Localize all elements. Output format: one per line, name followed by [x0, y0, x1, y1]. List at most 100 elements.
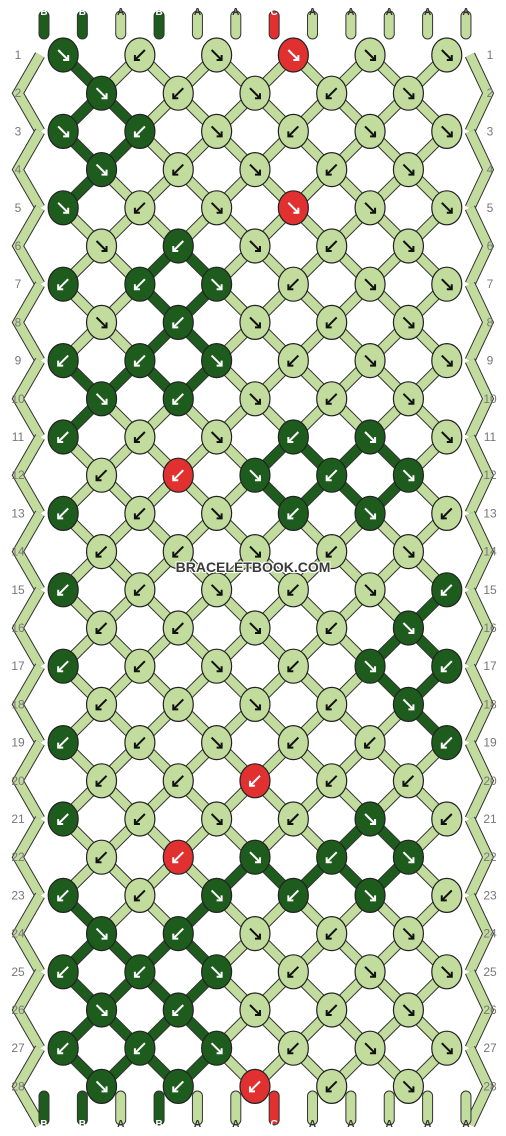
arrow-down-left-icon [287, 354, 300, 367]
arrow-down-right-icon [249, 393, 261, 405]
row-number-right: 7 [487, 277, 494, 291]
arrow-down-right-icon [402, 316, 415, 329]
arrow-down-right-icon [210, 49, 223, 61]
strand-label-top: A [232, 7, 239, 18]
arrow-down-right-icon [364, 889, 376, 902]
arrow-down-left-icon [287, 125, 300, 138]
knot [124, 954, 156, 990]
knot [239, 533, 271, 570]
knot [47, 37, 79, 73]
knot [354, 801, 386, 837]
knot [239, 839, 271, 875]
knot [85, 763, 118, 799]
row-number-left: 27 [11, 1041, 25, 1055]
knot [162, 992, 194, 1028]
knot [277, 419, 309, 455]
knot [47, 495, 79, 532]
arrow-down-left-icon [134, 49, 146, 61]
row-number-right: 27 [483, 1041, 497, 1055]
knot [124, 801, 156, 837]
arrow-down-left-icon [57, 660, 69, 672]
knot [239, 915, 271, 952]
edge-strand-left [12, 893, 44, 975]
row-number-left: 10 [11, 392, 25, 406]
strand-label-top: C [271, 7, 278, 18]
arrow-down-left-icon [325, 1080, 338, 1093]
arrow-down-right-icon [441, 1042, 453, 1054]
arrow-down-right-icon [210, 736, 223, 749]
strand-label-top: B [79, 7, 86, 18]
arrow-down-left-icon [325, 163, 338, 176]
arrow-down-left-icon [95, 698, 108, 711]
knot [124, 37, 156, 73]
row-number-left: 11 [12, 430, 25, 444]
row-number-left: 28 [11, 1079, 25, 1093]
row-number-left: 7 [15, 277, 22, 291]
arrow-down-left-icon [172, 240, 184, 252]
knot [392, 763, 425, 799]
arrow-down-right-icon [364, 1042, 376, 1054]
arrow-down-right-icon [249, 163, 261, 176]
arrow-down-left-icon [249, 775, 261, 787]
strand-label-top: A [194, 7, 201, 18]
knot [201, 954, 233, 990]
knot [47, 113, 79, 149]
strand-label-bottom: B [155, 1119, 162, 1130]
row-number-right: 28 [483, 1079, 497, 1093]
arrow-down-right-icon [364, 507, 376, 520]
row-number-left: 22 [11, 850, 25, 864]
row-number-right: 14 [483, 545, 497, 559]
arrow-down-right-icon [441, 354, 453, 367]
knot [277, 801, 309, 837]
row-number-right: 5 [487, 201, 494, 215]
knot [47, 877, 79, 914]
arrow-down-right-icon [287, 49, 300, 61]
knot [392, 915, 425, 952]
arrow-down-left-icon [287, 584, 300, 596]
knot [124, 1030, 156, 1066]
edge-strand-left [12, 52, 44, 134]
knot [316, 915, 348, 952]
strand-label-bottom: C [271, 1119, 278, 1130]
knot [239, 1068, 271, 1105]
arrow-down-left-icon [287, 278, 300, 290]
knot [277, 572, 309, 608]
knot [354, 877, 386, 914]
knot [354, 495, 386, 532]
row-number-left: 17 [11, 659, 25, 673]
arrow-down-left-icon [441, 660, 453, 672]
knot [239, 228, 271, 264]
knot [316, 763, 348, 799]
arrow-down-right-icon [364, 49, 376, 61]
knot [85, 533, 118, 570]
arrow-down-right-icon [95, 163, 108, 176]
knot [392, 75, 425, 111]
arrow-down-left-icon [57, 966, 69, 978]
knot [277, 495, 309, 532]
knot [392, 839, 425, 875]
knot [124, 724, 156, 761]
row-number-left: 13 [11, 506, 25, 520]
watermark-text: BRACELETBOOK.COM [175, 559, 331, 575]
edge-strand-right [465, 511, 493, 592]
row-number-right: 22 [483, 850, 497, 864]
knot [162, 686, 194, 723]
strand-label-top: A [462, 7, 469, 18]
knot [316, 839, 348, 875]
arrow-down-left-icon [172, 316, 184, 329]
arrow-down-left-icon [134, 584, 146, 596]
row-number-right: 8 [487, 315, 494, 329]
strand-label-top: A [309, 7, 316, 18]
arrow-down-left-icon [57, 584, 69, 596]
arrow-down-left-icon [172, 927, 184, 940]
knot [124, 495, 156, 532]
edge-strand-left [12, 511, 44, 593]
knot [124, 266, 156, 302]
row-number-left: 1 [15, 48, 22, 62]
row-number-left: 6 [15, 239, 22, 253]
knot [47, 801, 79, 837]
arrow-down-left-icon [325, 851, 338, 863]
row-number-left: 26 [11, 1003, 25, 1017]
arrow-down-right-icon [441, 966, 453, 978]
edge-strand-left [12, 281, 44, 363]
